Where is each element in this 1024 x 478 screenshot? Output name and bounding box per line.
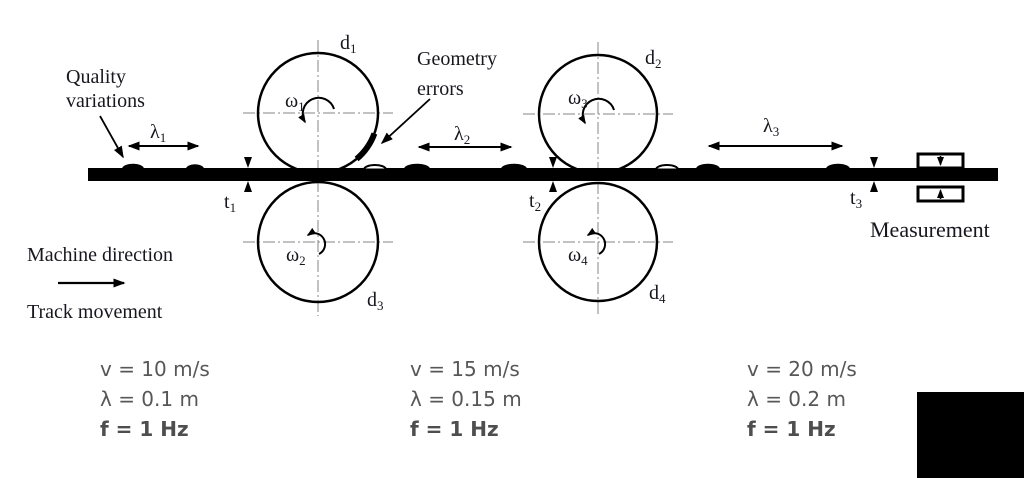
- rollers: [256, 51, 659, 304]
- parameter-columns: v = 10 m/s λ = 0.1 m f = 1 Hz v = 15 m/s…: [100, 357, 857, 441]
- param2-frequency: f = 1 Hz: [410, 417, 499, 441]
- d2-label: d2: [645, 47, 662, 71]
- track-strip: [88, 168, 998, 181]
- roller-top-right: [537, 53, 659, 175]
- t1-marker-icon: [244, 157, 252, 168]
- thickness-markers: [244, 157, 878, 192]
- t2-marker-icon: [549, 157, 557, 168]
- machine-direction-label: Machine direction: [27, 244, 173, 266]
- t1-label: t1: [224, 191, 236, 215]
- roller-top-left: [256, 51, 380, 175]
- lambda3-label: λ3: [763, 115, 779, 139]
- lambda1-label: λ1: [150, 121, 166, 145]
- roller-bottom-left: [256, 180, 380, 304]
- quality-variations-leader-arrow: [99, 115, 124, 159]
- corner-black-block: [917, 392, 1024, 478]
- param1-frequency: f = 1 Hz: [100, 417, 189, 441]
- track-movement-label: Track movement: [27, 301, 163, 323]
- param3-wavelength: λ = 0.2 m: [747, 387, 846, 411]
- param1-wavelength: λ = 0.1 m: [100, 387, 199, 411]
- lambda2-label: λ2: [454, 123, 470, 147]
- d1-label: d1: [340, 32, 357, 56]
- d3-label: d3: [367, 289, 384, 313]
- omega4-label: ω4: [568, 244, 588, 268]
- geometry-errors-leader-arrow: [380, 98, 431, 145]
- t2-label: t2: [529, 190, 541, 214]
- omega3-label: ω3: [568, 87, 588, 111]
- param3-velocity: v = 20 m/s: [747, 357, 857, 381]
- omega2-arrow-icon: [306, 227, 327, 255]
- measurement-gauge: [916, 152, 965, 203]
- svg-text:variations: variations: [66, 90, 145, 112]
- wavelength-arrows: [127, 141, 844, 152]
- omega3-arrow-icon: [578, 97, 615, 125]
- omega2-label: ω2: [286, 244, 306, 268]
- measurement-label: Measurement: [870, 217, 990, 242]
- param3-frequency: f = 1 Hz: [747, 417, 836, 441]
- t3-label: t3: [850, 187, 862, 211]
- param1-velocity: v = 10 m/s: [100, 357, 210, 381]
- svg-text:errors: errors: [417, 78, 464, 100]
- d4-label: d4: [649, 282, 666, 306]
- quality-variation-bumps: [122, 163, 850, 169]
- quality-variations-label: Quality: [66, 66, 126, 88]
- geometry-error-blob: [354, 132, 378, 162]
- geometry-errors-label: Geometry: [417, 48, 497, 70]
- roller-bottom-right: [537, 181, 659, 303]
- diagram-labels: Quality variations Geometry errors Machi…: [27, 32, 990, 323]
- omega1-arrow-icon: [298, 96, 335, 124]
- t3-marker-icon: [870, 157, 878, 168]
- blister-defects: [362, 164, 680, 171]
- param2-velocity: v = 15 m/s: [410, 357, 520, 381]
- omega4-arrow-icon: [586, 227, 607, 255]
- omega1-label: ω1: [285, 90, 305, 114]
- rotation-arrows: [298, 96, 615, 255]
- param2-wavelength: λ = 0.15 m: [410, 387, 522, 411]
